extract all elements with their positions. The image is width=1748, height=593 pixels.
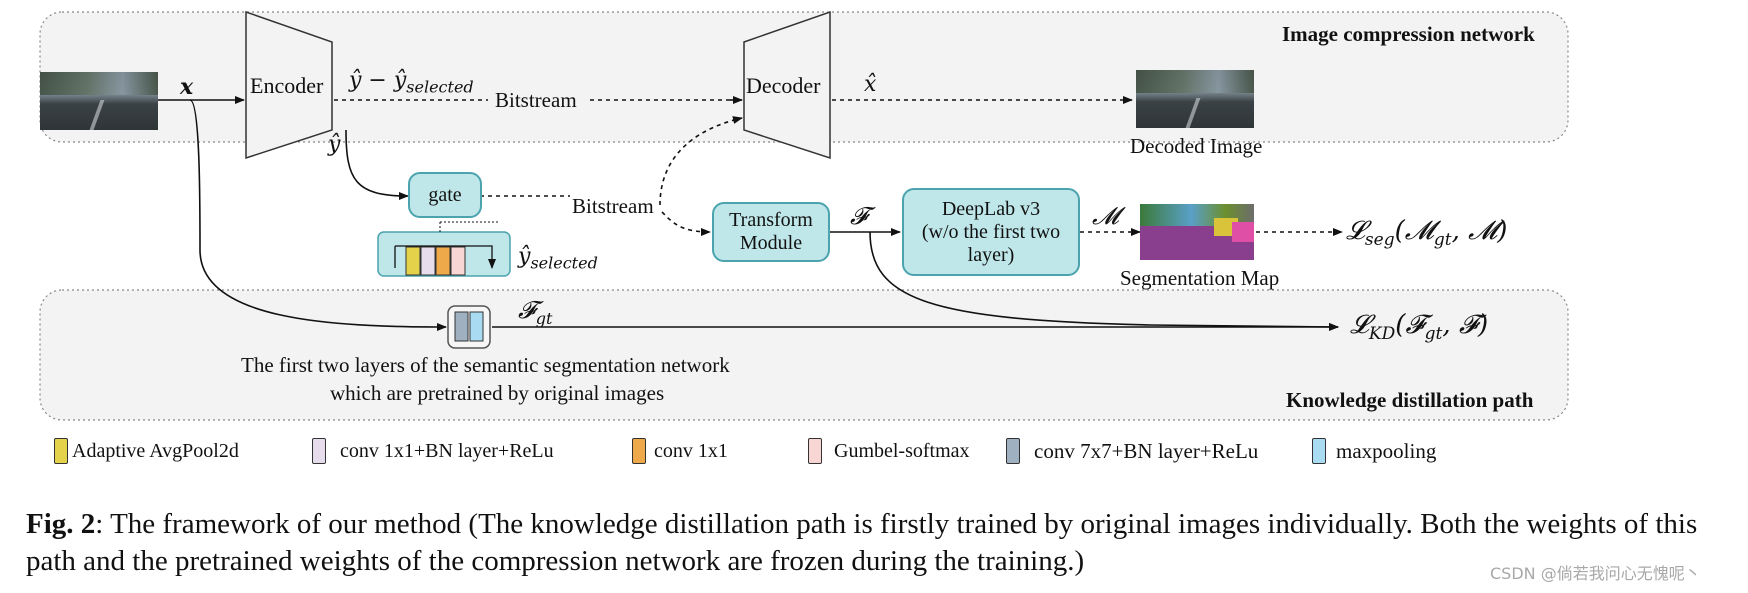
gate-block: gate <box>408 172 482 218</box>
arrow-bitstream-decoder <box>659 116 743 206</box>
legend-label-1: conv 1x1+BN layer+ReLu <box>340 440 554 462</box>
loss-kd-symbol: 𝓛 <box>1350 310 1369 340</box>
m-label: 𝓜 <box>1092 202 1119 230</box>
legend-label-0: Adaptive AvgPool2d <box>72 440 239 462</box>
loss-seg-symbol: 𝓛 <box>1346 216 1365 246</box>
deeplab-block: DeepLab v3 (w/o the first two layer) <box>902 188 1080 276</box>
f-gt-text: 𝓕 <box>518 296 536 324</box>
caption-fig-label: Fig. 2 <box>26 508 96 540</box>
y-selected-label: ŷselected <box>518 246 598 271</box>
distillation-title: Knowledge distillation path <box>1286 388 1534 412</box>
transform-module: Transform Module <box>712 202 830 262</box>
legend-label-4: conv 7x7+BN layer+ReLu <box>1034 439 1259 463</box>
gate-layer-gumbel <box>450 246 466 276</box>
legend-swatch-2 <box>632 438 646 464</box>
arrow-x-kd <box>189 99 447 331</box>
decoded-image-label: Decoded Image <box>1130 134 1263 158</box>
loss-seg-args-sub: gt <box>1433 230 1452 251</box>
y-diff-label: ŷ − ŷselected <box>349 70 474 95</box>
y-hat-label: ŷ <box>328 132 341 157</box>
gate-layer-conv1x1 <box>435 246 451 276</box>
bitstream-mid: Bitstream <box>572 194 654 218</box>
legend-label-2: conv 1x1 <box>654 440 728 462</box>
loss-kd-args: (𝓕 <box>1395 310 1425 340</box>
distillation-panel <box>39 289 1569 421</box>
y-diff-sub: selected <box>406 77 474 97</box>
legend-swatch-0 <box>54 438 68 464</box>
caption-text: : The framework of our method (The knowl… <box>26 508 1698 577</box>
input-image <box>40 72 158 130</box>
figure-caption: Fig. 2: The framework of our method (The… <box>26 506 1736 580</box>
loss-seg-args-end: , 𝓜) <box>1451 216 1508 246</box>
decoder-label: Decoder <box>746 73 821 98</box>
x-label: x <box>180 74 194 100</box>
arrow-f-losskd <box>869 231 1339 331</box>
f-gt-sub: gt <box>535 308 553 328</box>
f-label: 𝓕 <box>850 202 868 230</box>
arrow-bitstream-transform <box>661 211 711 236</box>
gate-layer-avgpool <box>405 246 421 276</box>
legend-swatch-5 <box>1312 438 1326 464</box>
gate-layer-conv-bn <box>420 246 436 276</box>
y-selected-sub: selected <box>530 253 598 273</box>
legend-label-3: Gumbel-softmax <box>834 440 970 462</box>
kd-layer-conv7x7 <box>454 311 469 342</box>
kd-layer-maxpool <box>469 311 484 342</box>
loss-seg: 𝓛seg(𝓜gt, 𝓜) <box>1346 218 1507 249</box>
loss-kd-args-sub: gt <box>1424 324 1443 345</box>
compression-title: Image compression network <box>1282 22 1535 46</box>
decoded-image <box>1136 70 1254 128</box>
legend-label-5: maxpooling <box>1336 439 1437 463</box>
kd-block <box>447 305 491 349</box>
legend-swatch-4 <box>1006 438 1020 464</box>
kd-description-line1: The first two layers of the semantic seg… <box>241 353 730 377</box>
loss-kd: 𝓛KD(𝓕gt, 𝓕) <box>1350 312 1488 343</box>
legend-swatch-1 <box>312 438 326 464</box>
bitstream-top: Bitstream <box>492 90 580 111</box>
segmentation-map-label: Segmentation Map <box>1120 266 1280 290</box>
watermark: CSDN @倘若我问心无愧呢丶 <box>1490 564 1701 583</box>
loss-kd-args-end: , 𝓕) <box>1442 310 1489 340</box>
y-selected-text: ŷ <box>518 244 531 269</box>
kd-description-line2: which are pretrained by original images <box>330 381 665 405</box>
arrow-yhat-gate <box>345 129 409 200</box>
loss-seg-args: (𝓜 <box>1394 216 1434 246</box>
encoder-shape <box>245 10 333 160</box>
encoder-label: Encoder <box>250 73 324 98</box>
loss-seg-sub: seg <box>1364 230 1395 251</box>
segmentation-map <box>1140 204 1254 260</box>
loss-kd-sub: KD <box>1368 324 1396 345</box>
y-diff-text: ŷ − ŷ <box>349 68 407 93</box>
x-hat-label: x̂ <box>864 72 877 97</box>
decoder-shape <box>743 10 831 160</box>
legend-swatch-3 <box>808 438 822 464</box>
f-gt-label: 𝓕gt <box>518 298 552 327</box>
